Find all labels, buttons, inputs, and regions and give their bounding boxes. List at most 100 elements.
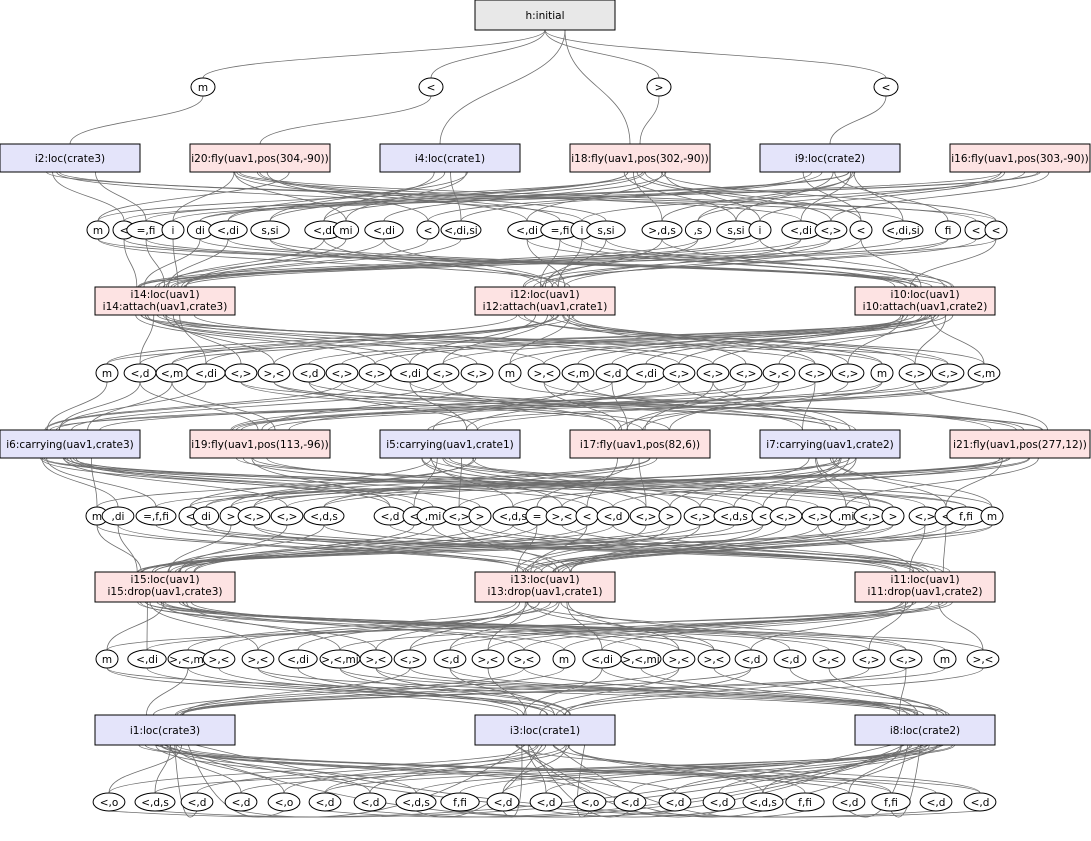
relation-label: m [940,654,950,666]
edge [190,601,715,651]
relation-row-2-node: <,> [798,363,832,383]
node-i6: i6:carrying(uav1,crate3) [0,429,141,459]
edge [155,744,371,794]
edge [145,238,166,288]
relation-label: m [92,511,102,523]
relation-ellipse [498,363,522,383]
relation-label: < [992,225,1001,237]
relation-ellipse [134,792,176,812]
relation-ellipse [303,506,345,526]
relation-label: <,d [441,654,460,666]
relation-row-1-node: <,di [208,220,248,240]
relation-ellipse [729,363,763,383]
edge [577,381,803,431]
edge [181,238,429,288]
edge [415,744,543,818]
edge [232,381,816,431]
root-node: h:initial [474,0,616,31]
relation-label: <,> [244,511,265,523]
edge [567,314,916,365]
relation-row-3-node: <,> [769,506,803,526]
edge [165,314,816,365]
relation-label: <,di [790,225,812,237]
relation-row-4-node: <,d [433,649,467,669]
relation-label: >,< [669,654,690,666]
relation-row-1-node: m [86,220,110,240]
relation-label: > [655,82,664,94]
relation-label: >,< [704,654,725,666]
edge [236,381,883,431]
state-box [474,714,616,746]
relation-label: >,< [248,654,269,666]
relation-ellipse [586,220,626,240]
edge [661,171,856,222]
edge [139,238,997,288]
edge [718,744,938,794]
relation-label: <,di [313,225,335,237]
relation-label: >,< [264,368,285,380]
edge [642,381,849,431]
relation-label: < [120,225,129,237]
relation-row-3-node: <,d,s [303,506,345,526]
edge [853,171,904,222]
node-i21: i21:fly(uav1,pos(277,12)) [949,429,1091,459]
relation-label: > [666,511,675,523]
edge [240,381,643,431]
edge [145,601,830,651]
edge [759,171,1006,222]
edge [645,314,902,365]
relation-label: <,d [381,511,400,523]
edge [181,667,946,716]
edge [543,381,992,431]
edge [450,171,462,222]
relation-ellipse [192,506,220,526]
relation-row-3-node: ,mi [416,506,450,526]
state-box [379,429,521,459]
node-label: i18:fly(uav1,pos(302,-90)) [571,153,708,165]
relation-row-2-node: m [498,363,522,383]
edge [930,314,985,365]
edge [564,667,752,716]
node-i10: i10:loc(uav1)i10:attach(uav1,crate2) [854,286,996,316]
node-i9: i9:loc(crate2) [759,143,901,173]
relation-row-3-node: f,fi [946,506,986,526]
relation-row-3-node: <,d,s [713,506,755,526]
edge [524,238,832,288]
relation-label: >,< [769,368,790,380]
relation-row-4-node: <,di [582,649,622,669]
edge [234,171,347,222]
relation-row-3-node: <,d [596,506,630,526]
edge [636,171,832,222]
edge [785,457,857,508]
edge [762,744,902,794]
edge [712,314,954,365]
edge [567,744,806,794]
relation-row-root-node: m [190,77,216,97]
relation-ellipse [241,649,275,669]
relation-label: m [505,368,515,380]
node-label-line: i14:loc(uav1) [130,289,199,301]
relation-row-1-node: s,si [716,220,756,240]
edge [543,314,905,365]
node-i7: i7:carrying(uav1,crate2) [759,429,901,459]
relation-ellipse [416,220,440,240]
relation-row-3-node: <,> [908,506,942,526]
relation-row-2-node: <,> [224,363,258,383]
edge [145,667,189,716]
relation-label: > [889,511,898,523]
edge [145,171,849,222]
relation-row-5-node: <,o [267,792,301,812]
edge [138,238,904,288]
node-label: i3:loc(crate1) [510,725,580,737]
edge [845,457,1039,508]
edge [145,238,933,288]
edge [601,667,899,716]
relation-label: <,d [188,797,207,809]
relation-label: < [410,511,419,523]
relation-label: >,< [819,654,840,666]
relation-row-1-node: >,d,s [641,220,683,240]
edges-layer [40,29,1050,818]
edge [40,457,415,508]
relation-ellipse [881,506,905,526]
edge [735,171,834,222]
